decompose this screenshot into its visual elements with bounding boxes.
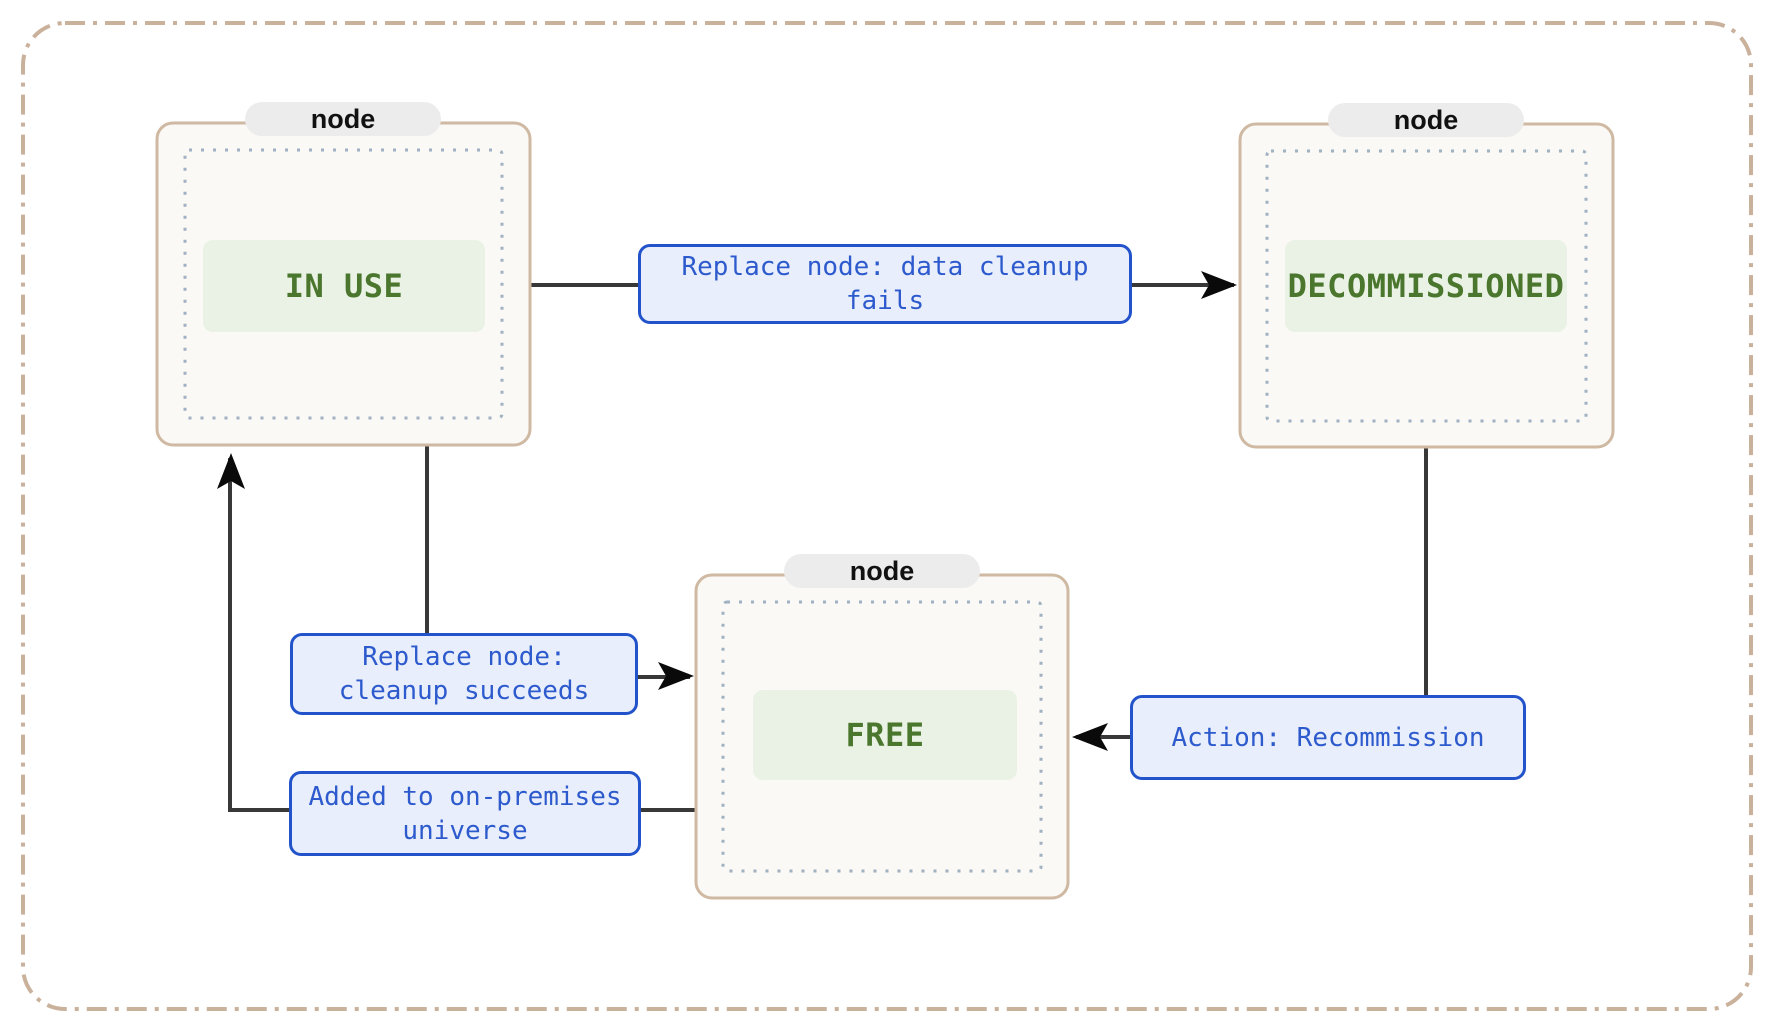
node-type-badge: node — [784, 554, 980, 588]
arrowhead-right-icon — [658, 662, 694, 690]
edge-label-replace-node-cleanup-fails: Replace node: data cleanup fails — [638, 244, 1132, 324]
edge-label-added-to-on-premises-universe: Added to on-premises universe — [289, 771, 641, 856]
arrowhead-left-icon — [1072, 723, 1108, 751]
node-type-badge: node — [245, 102, 441, 136]
edge-label-action-recommission: Action: Recommission — [1130, 695, 1526, 780]
edge-label-replace-node-cleanup-succeeds: Replace node: cleanup succeeds — [290, 633, 638, 715]
arrowhead-up-icon — [217, 453, 245, 489]
node-inner-dotted-border — [721, 600, 1043, 873]
node-inner-dotted-border — [1265, 149, 1588, 423]
edge-line-decommissioned-to-free — [1076, 448, 1428, 739]
node-inner-dotted-border — [183, 148, 504, 420]
arrowhead-right-icon — [1201, 271, 1237, 299]
state-label-free: FREE — [753, 690, 1017, 780]
node-type-badge: node — [1328, 103, 1524, 137]
outer-frame-border — [21, 21, 1753, 1011]
state-label-in-use: IN USE — [203, 240, 485, 332]
state-label-decommissioned: DECOMMISSIONED — [1285, 240, 1567, 332]
